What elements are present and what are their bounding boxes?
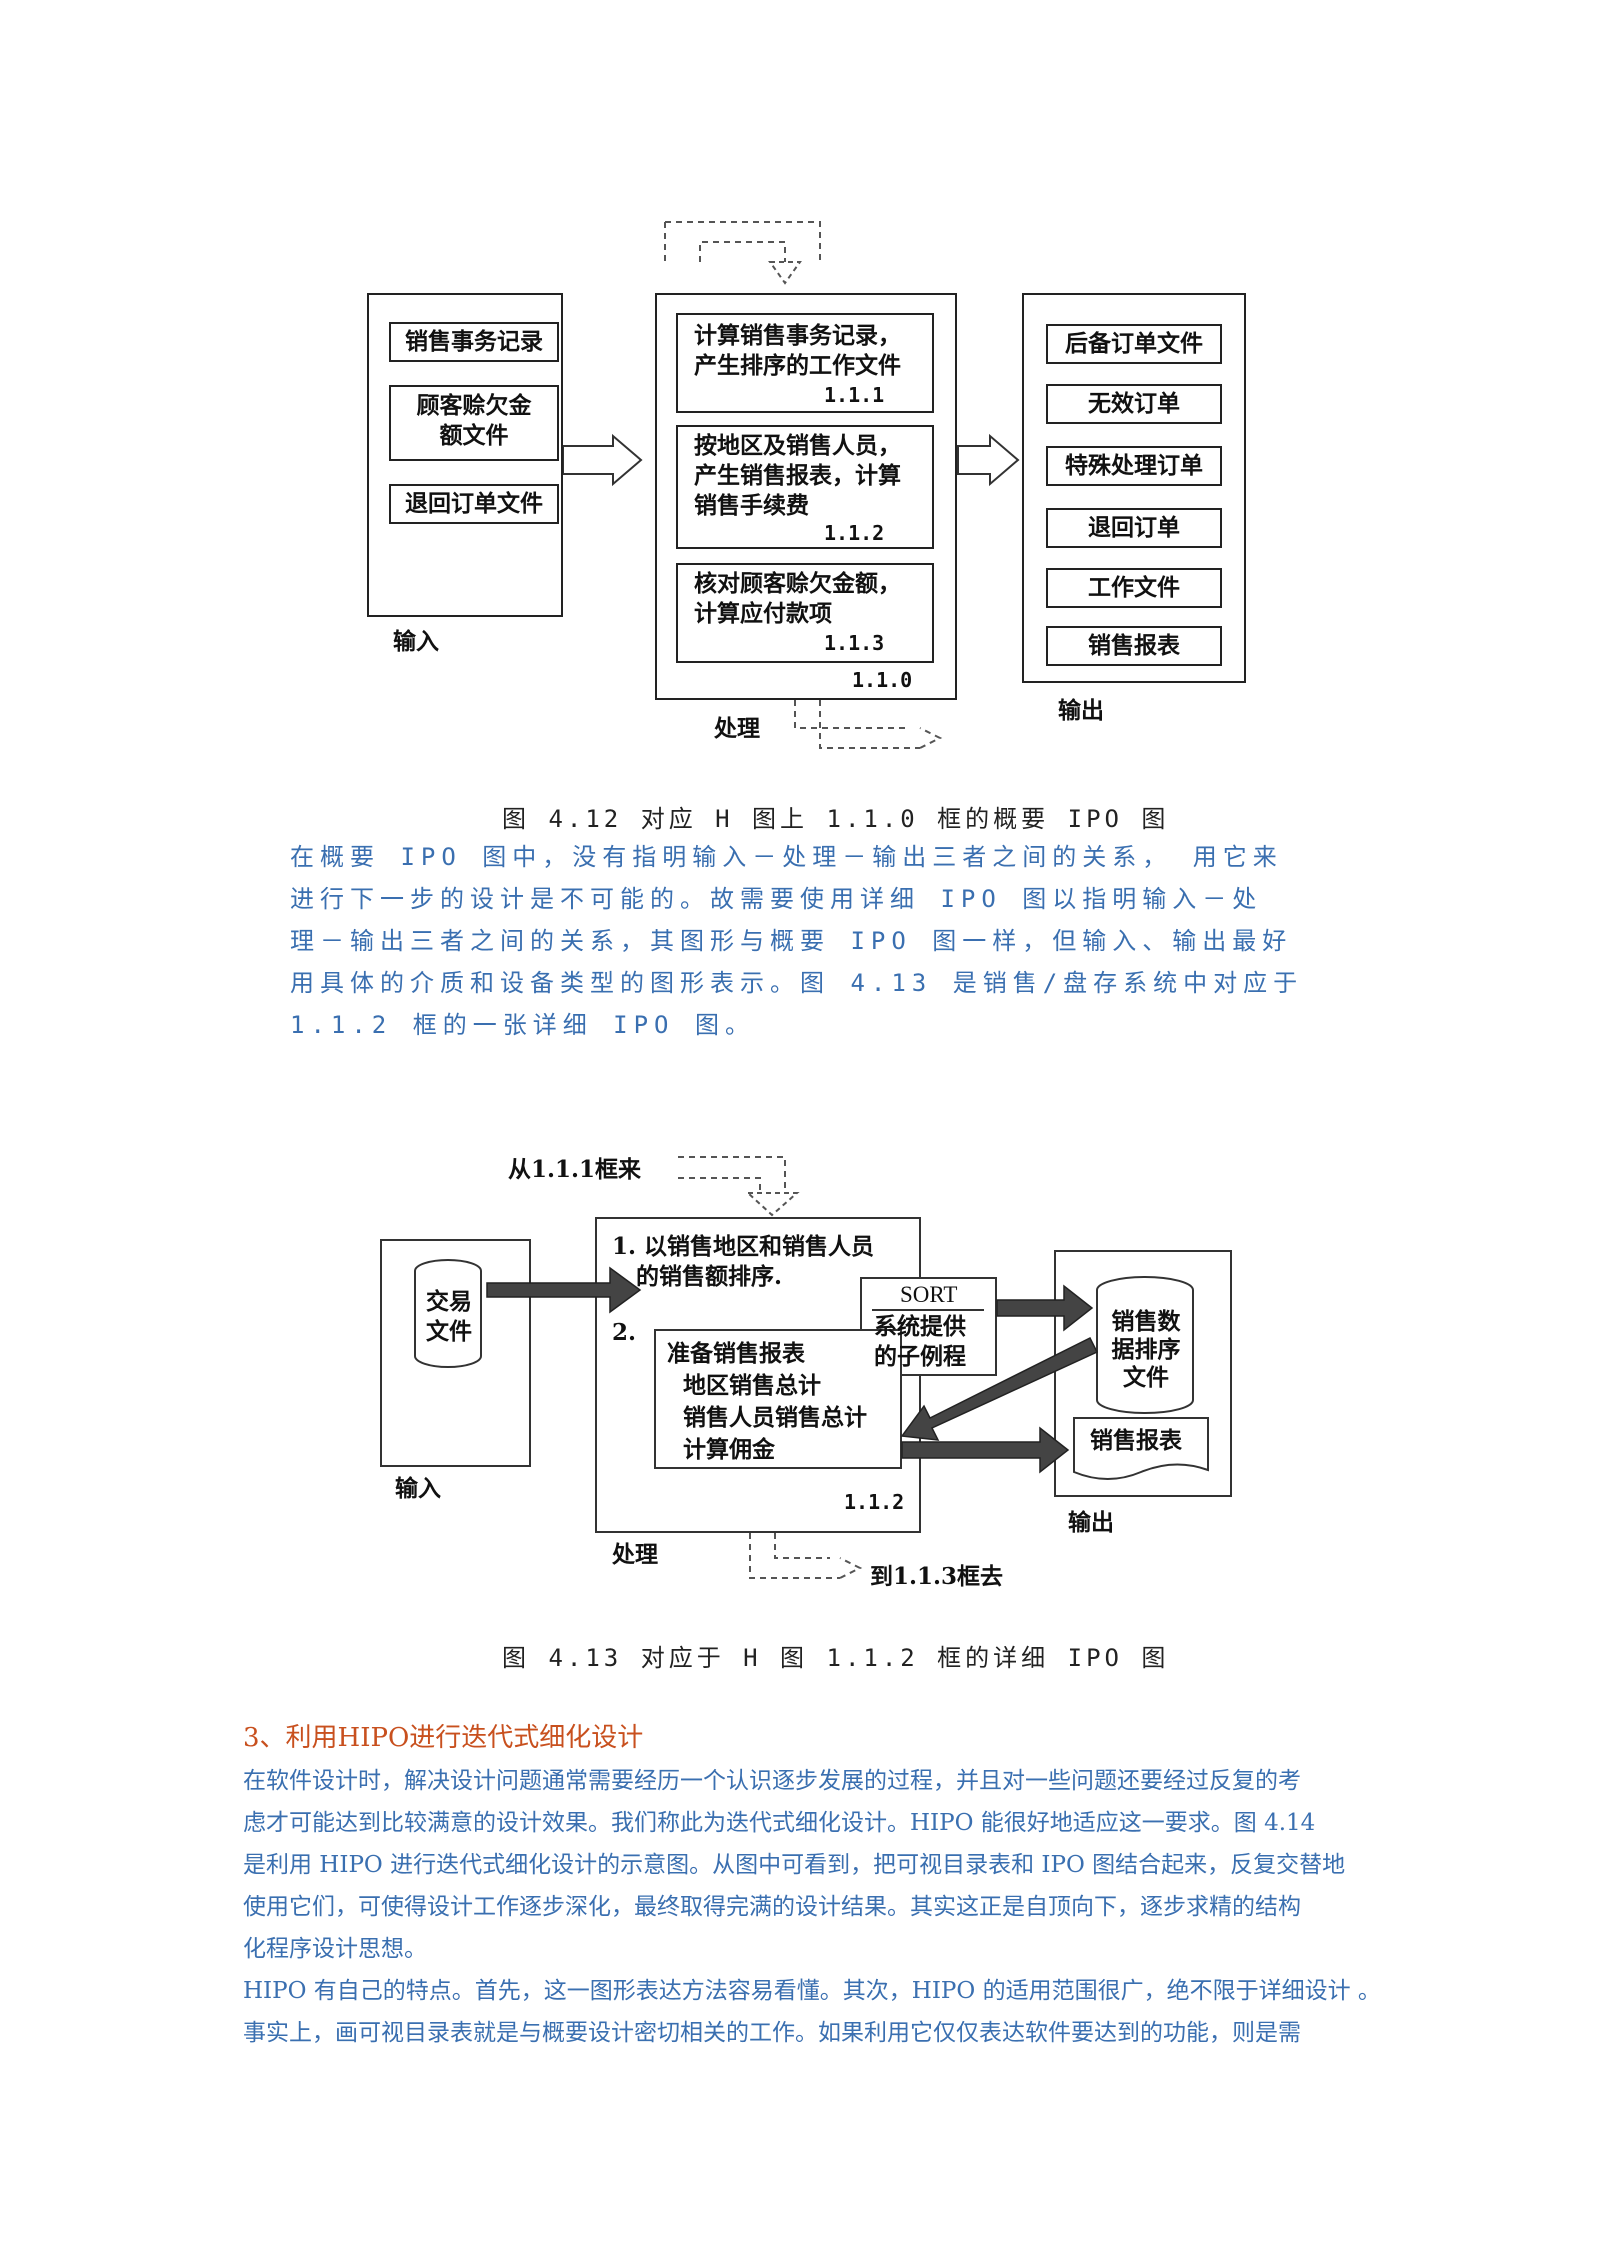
input-item: 销售事务记录 [389,322,559,362]
process-item-2: 按地区及销售人员， 产生销售报表，计算 销售手续费 1.1.2 [676,425,934,549]
output-label: 输出 [1058,697,1104,724]
input-label: 输入 [395,1475,441,1502]
prep-text: 准备销售报表 地区销售总计 销售人员销售总计 计算佣金 [667,1340,868,1463]
paragraph-line: 1.1.2 框的一张详细 IPO 图。 [290,1011,755,1039]
paragraph-line: HIPO 有自己的特点。首先，这一图形表达方法容易看懂。其次，HIPO 的适用范… [243,1978,1381,2004]
process-item-num: 1.1.1 [824,383,885,407]
output-item: 后备订单文件 [1046,324,1222,364]
output-cylinder-label: 销售数 据排序 文件 [1111,1308,1181,1391]
paragraph-2: 在软件设计时，解决设计问题通常需要经历一个认识逐步发展的过程，并且对一些问题还要… [243,1760,1381,2054]
step-2-number: 2. [612,1319,637,1346]
paragraph-line: 虑才可能达到比较满意的设计效果。我们称此为迭代式细化设计。HIPO 能很好地适应… [243,1810,1316,1836]
process-item-num: 1.1.3 [824,631,885,655]
from-label: 从1.1.1框来 [508,1156,642,1183]
paragraph-line: 事实上，画可视目录表就是与概要设计密切相关的工作。如果利用它仅仅表达软件要达到的… [243,2020,1301,2046]
process-item-text: 按地区及销售人员， 产生销售报表，计算 销售手续费 [694,432,901,519]
figure-4-13-connectors [380,1156,1232,1579]
process-item-3: 核对顾客赊欠金额， 计算应付款项 1.1.3 [676,563,934,663]
paragraph-line: 化程序设计思想。 [243,1936,427,1962]
paragraph-1: 在概要 IPO 图中，没有指明输入－处理－输出三者之间的关系， 用它来 进行下一… [290,836,1303,1046]
paragraph-line: 理－输出三者之间的关系，其图形与概要 IPO 图一样，但输入、输出最好 [290,927,1293,955]
section-heading: 3、利用HIPO进行迭代式细化设计 [243,1723,644,1753]
output-item: 退回订单 [1046,508,1222,548]
figure-4-12-connectors [562,221,1020,749]
output-label: 输出 [1068,1509,1114,1536]
output-item: 特殊处理订单 [1046,446,1222,486]
process-label: 处理 [612,1541,658,1568]
process-item-text: 计算销售事务记录， 产生排序的工作文件 [694,322,901,379]
process-number: 1.1.2 [844,1490,905,1514]
input-item: 退回订单文件 [389,484,559,524]
to-label: 到1.1.3框去 [870,1563,1004,1590]
process-item-num: 1.1.2 [824,521,885,545]
step-1-text: 1. 以销售地区和销售人员 的销售额排序. [612,1233,875,1290]
paragraph-line: 在软件设计时，解决设计问题通常需要经历一个认识逐步发展的过程，并且对一些问题还要… [243,1768,1301,1794]
input-label: 输入 [393,628,439,655]
process-number: 1.1.0 [852,668,913,692]
output-item: 销售报表 [1046,626,1222,666]
process-item-text: 核对顾客赊欠金额， 计算应付款项 [694,570,901,627]
output-item: 工作文件 [1046,568,1222,608]
figure-caption: 图 4.12 对应 H 图上 1.1.0 框的概要 IPO 图 [502,805,1170,833]
paragraph-line: 用具体的介质和设备类型的图形表示。图 4.13 是销售/盘存系统中对应于 [290,969,1304,997]
paragraph-line: 使用它们，可使得设计工作逐步深化，最终取得完满的设计结果。其实这正是自顶向下，逐… [243,1894,1301,1920]
paragraph-line: 进行下一步的设计是不可能的。故需要使用详细 IPO 图以指明输入－处 [290,885,1263,913]
paragraph-line: 在概要 IPO 图中，没有指明输入－处理－输出三者之间的关系， 用它来 [290,843,1283,871]
output-item: 无效订单 [1046,384,1222,424]
paragraph-line: 是利用 HIPO 进行迭代式细化设计的示意图。从图中可看到，把可视目录表和 IP… [243,1852,1346,1878]
output-document-label: 销售报表 [1090,1427,1182,1454]
sort-body: 系统提供 的子例程 [874,1313,966,1370]
figure-caption: 图 4.13 对应于 H 图 1.1.2 框的详细 IPO 图 [502,1644,1170,1672]
sort-title: SORT [900,1282,958,1307]
process-item-1: 计算销售事务记录， 产生排序的工作文件 1.1.1 [676,313,934,413]
input-cylinder-label: 交易 文件 [426,1288,472,1345]
input-item: 顾客赊欠金 额文件 [389,385,559,461]
process-label: 处理 [714,715,760,742]
